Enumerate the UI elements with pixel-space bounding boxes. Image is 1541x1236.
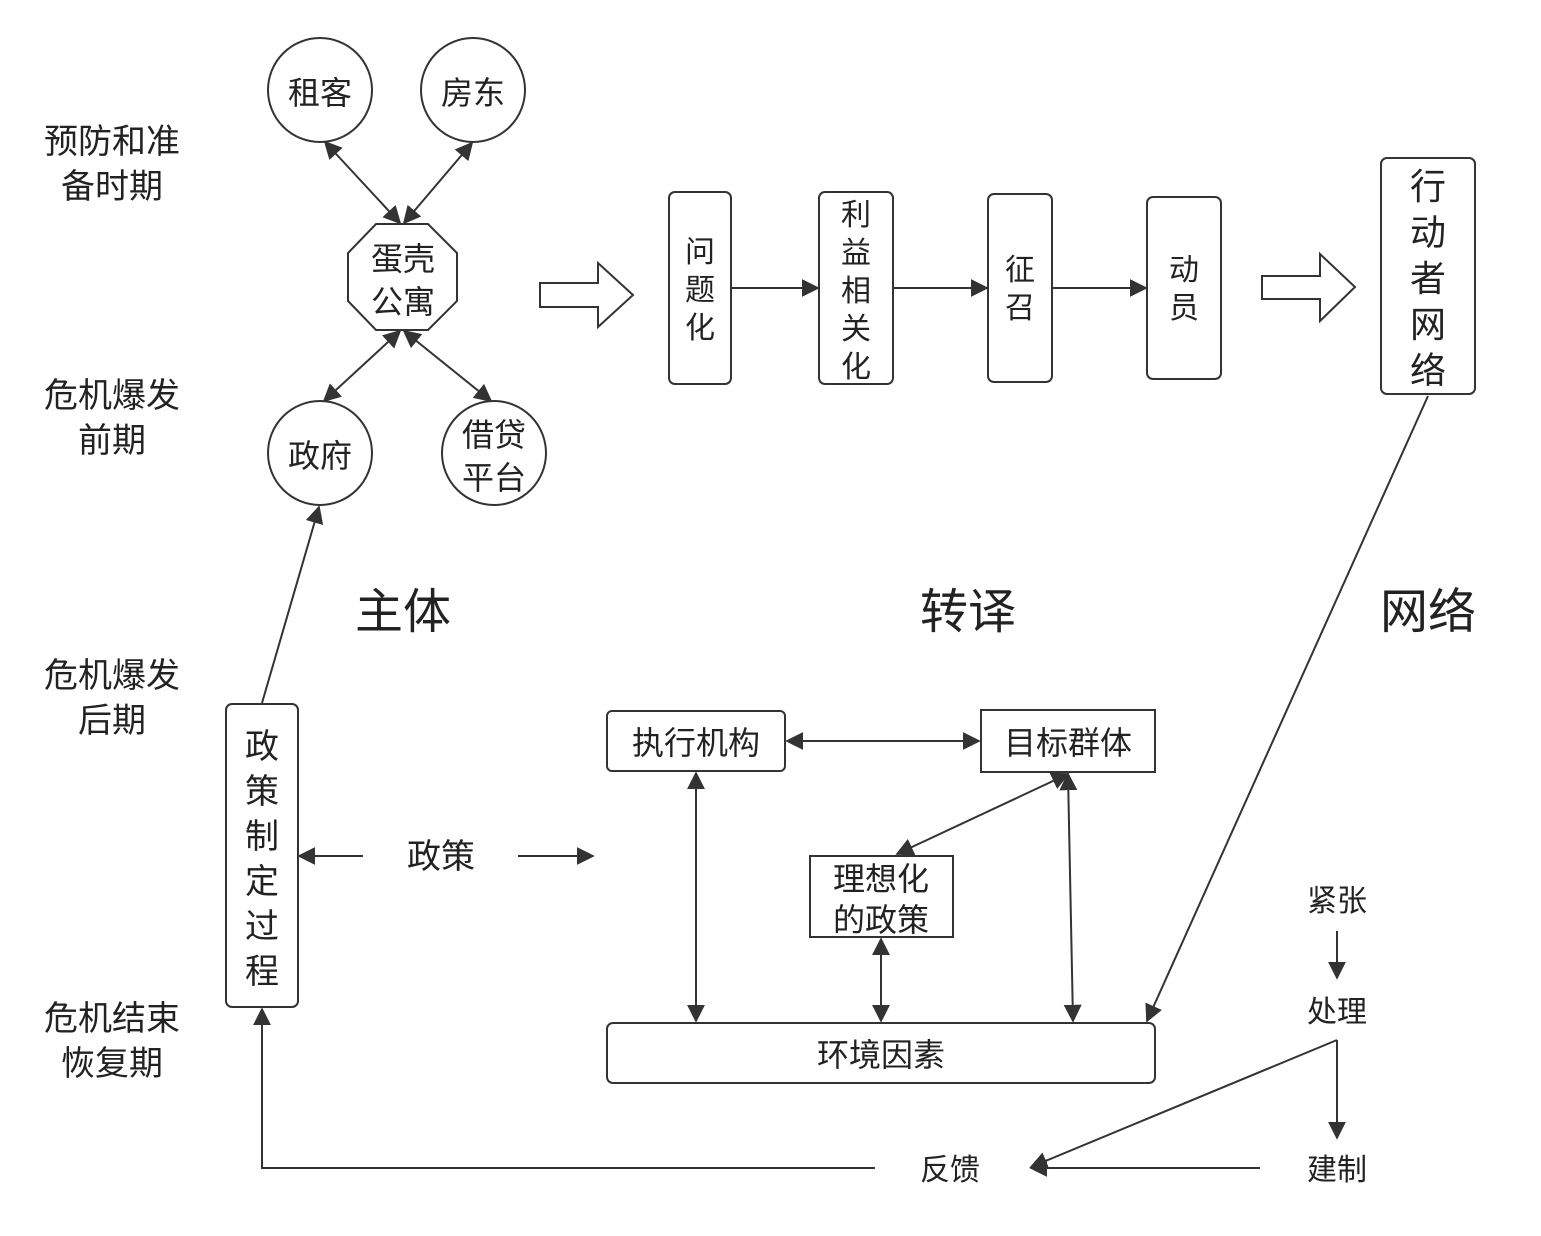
svg-text:化: 化 [685, 311, 715, 346]
edge-policy-process-to-government [261, 505, 324, 704]
svg-text:召: 召 [1005, 291, 1035, 326]
label-tension: 紧张 [1307, 884, 1367, 919]
target-group-box: 目标群体 [980, 709, 1156, 773]
svg-text:公寓: 公寓 [371, 283, 435, 321]
phase-recovery: 危机结束 恢复期 [44, 999, 180, 1084]
step-actor-network: 行 动 者 网 络 [1380, 157, 1476, 395]
svg-text:制: 制 [245, 817, 279, 857]
step-problematization: 问 题 化 [668, 191, 732, 385]
step-enrollment: 征 召 [987, 193, 1053, 383]
edge-target-idealized [895, 772, 1070, 856]
edge-tenant-eggshell [323, 140, 402, 225]
svg-text:的政策: 的政策 [833, 901, 929, 939]
label-construction: 建制 [1307, 1153, 1367, 1188]
node-eggshell-apartment: 蛋壳 公寓 [347, 223, 458, 331]
svg-text:利: 利 [841, 198, 871, 233]
svg-text:络: 络 [1410, 351, 1446, 392]
node-tenant: 租客 [267, 37, 373, 143]
svg-text:动: 动 [1169, 253, 1199, 288]
svg-text:题: 题 [685, 273, 715, 308]
node-government: 政府 [267, 400, 373, 506]
label-subject: 主体 [355, 584, 451, 640]
svg-text:前期: 前期 [78, 421, 146, 461]
block-arrow-translation [539, 260, 635, 330]
svg-text:程: 程 [245, 952, 279, 992]
environment-box: 环境因素 [606, 1022, 1156, 1084]
block-arrow-network [1261, 251, 1357, 324]
svg-text:房东: 房东 [441, 74, 505, 112]
svg-text:预防和准: 预防和准 [44, 122, 180, 162]
svg-text:相: 相 [841, 274, 871, 309]
node-lending-platform: 借贷 平台 [441, 400, 547, 506]
svg-text:执行机构: 执行机构 [632, 724, 760, 762]
svg-text:员: 员 [1169, 291, 1199, 326]
svg-text:危机结束: 危机结束 [44, 999, 180, 1039]
edge-landlord-eggshell [402, 141, 474, 225]
svg-text:备时期: 备时期 [61, 167, 163, 207]
svg-text:政府: 政府 [288, 437, 352, 475]
svg-text:益: 益 [841, 236, 871, 271]
svg-text:网: 网 [1410, 305, 1446, 346]
executing-agency-box: 执行机构 [606, 710, 786, 772]
edge-handling-to-feedback [1029, 1039, 1338, 1170]
svg-text:理想化: 理想化 [833, 860, 929, 898]
policy-process-box: 政 策 制 定 过 程 [225, 703, 299, 1008]
svg-text:蛋壳: 蛋壳 [371, 240, 435, 278]
svg-text:关: 关 [841, 312, 871, 347]
svg-text:恢复期: 恢复期 [61, 1044, 163, 1084]
edge-feedback-to-policy-process [253, 1007, 875, 1169]
svg-text:征: 征 [1005, 253, 1035, 288]
phase-prevention: 预防和准 备时期 [44, 122, 180, 207]
edge-target-environment [1059, 772, 1082, 1023]
svg-text:租客: 租客 [288, 74, 352, 112]
label-network: 网络 [1380, 584, 1476, 640]
svg-text:化: 化 [841, 350, 871, 385]
label-feedback: 反馈 [920, 1153, 980, 1188]
svg-text:者: 者 [1410, 259, 1446, 300]
svg-text:行: 行 [1410, 167, 1446, 208]
svg-text:危机爆发: 危机爆发 [44, 656, 180, 696]
idealized-policy-box: 理想化 的政策 [809, 855, 954, 939]
svg-text:借贷: 借贷 [462, 416, 526, 454]
phase-outbreak-early: 危机爆发 前期 [44, 376, 180, 461]
svg-text:政: 政 [245, 727, 279, 767]
edge-eggshell-lending [402, 329, 493, 403]
svg-text:环境因素: 环境因素 [817, 1036, 945, 1074]
edge-eggshell-government [322, 329, 402, 403]
svg-text:动: 动 [1410, 213, 1446, 254]
svg-text:平台: 平台 [462, 459, 526, 497]
svg-text:策: 策 [245, 772, 279, 812]
svg-text:过: 过 [245, 907, 279, 947]
step-interessement: 利 益 相 关 化 [818, 191, 894, 385]
svg-text:危机爆发: 危机爆发 [44, 376, 180, 416]
label-translation: 转译 [920, 584, 1016, 640]
edge-network-to-environment [1145, 395, 1429, 1023]
label-handling: 处理 [1307, 995, 1367, 1030]
step-mobilization: 动 员 [1146, 196, 1222, 380]
svg-text:定: 定 [245, 862, 279, 902]
policy-label: 政策 [407, 837, 475, 877]
node-landlord: 房东 [420, 37, 526, 143]
svg-text:问: 问 [685, 235, 715, 270]
phase-outbreak-late: 危机爆发 后期 [44, 656, 180, 741]
svg-text:后期: 后期 [78, 701, 146, 741]
svg-text:目标群体: 目标群体 [1004, 724, 1132, 762]
